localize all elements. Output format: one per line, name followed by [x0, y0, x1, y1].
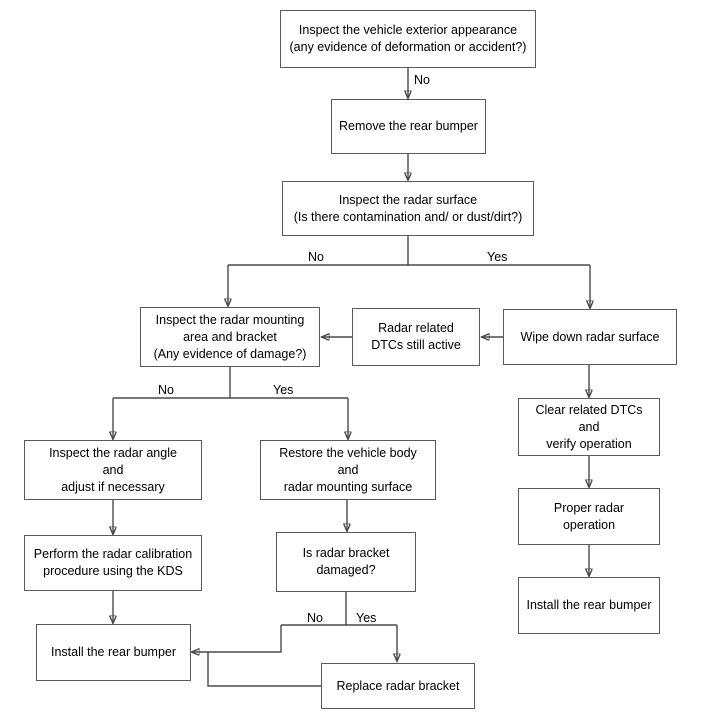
wire-bracket-no-path: [192, 625, 282, 652]
node-remove-bumper-top[interactable]: Remove the rear bumper: [331, 99, 486, 154]
node-restore-vehicle-body[interactable]: Restore the vehicle body and radar mount…: [260, 440, 436, 500]
node-inspect-exterior[interactable]: Inspect the vehicle exterior appearance …: [280, 10, 536, 68]
edge-label-mounting-yes: Yes: [273, 383, 294, 397]
node-replace-radar-bracket[interactable]: Replace radar bracket: [321, 663, 475, 709]
edge-label-surface-yes: Yes: [487, 250, 508, 264]
node-install-bumper-right[interactable]: Install the rear bumper: [518, 577, 660, 634]
node-inspect-radar-surface[interactable]: Inspect the radar surface (Is there cont…: [282, 181, 534, 236]
edge-label-bracket-no: No: [307, 611, 323, 625]
node-install-bumper-left[interactable]: Install the rear bumper: [36, 624, 191, 681]
node-radar-dtcs-active[interactable]: Radar related DTCs still active: [352, 308, 480, 366]
edge-label-mounting-no: No: [158, 383, 174, 397]
node-clear-dtcs-verify[interactable]: Clear related DTCs and verify operation: [518, 398, 660, 456]
node-is-bracket-damaged[interactable]: Is radar bracket damaged?: [276, 532, 416, 592]
node-wipe-radar-surface[interactable]: Wipe down radar surface: [503, 309, 677, 365]
edge-label-bracket-yes: Yes: [356, 611, 377, 625]
wire-replace-to-install-left: [207, 652, 321, 687]
node-perform-calibration[interactable]: Perform the radar calibration procedure …: [24, 535, 202, 591]
node-proper-radar-operation[interactable]: Proper radar operation: [518, 488, 660, 545]
edge-label-surface-no: No: [308, 250, 324, 264]
node-inspect-radar-angle[interactable]: Inspect the radar angle and adjust if ne…: [24, 440, 202, 500]
edge-label-exterior-no: No: [414, 73, 430, 87]
node-inspect-mounting-area[interactable]: Inspect the radar mounting area and brac…: [140, 307, 320, 367]
